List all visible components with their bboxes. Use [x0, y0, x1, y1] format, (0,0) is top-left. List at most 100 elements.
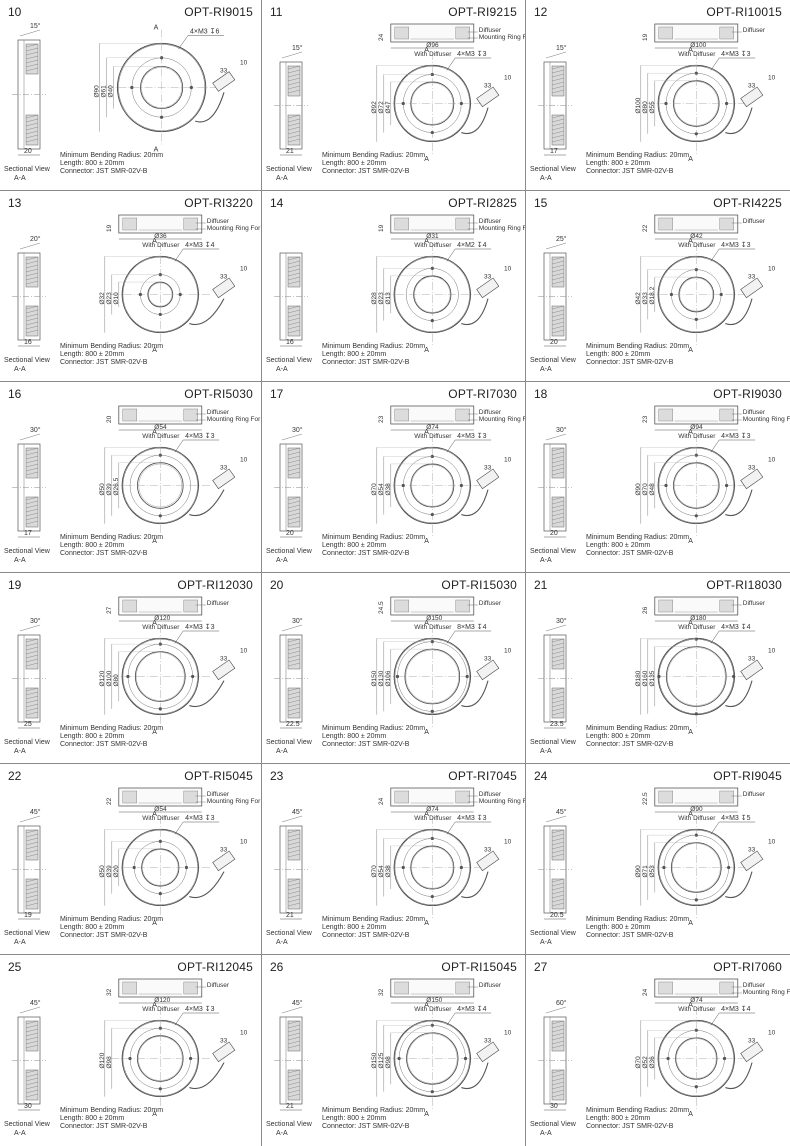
diameter-dim: Ø54: [378, 483, 385, 496]
connector-housing: [212, 1041, 236, 1063]
bending-radius-note: Minimum Bending Radius: 20mm: [586, 343, 689, 350]
cable-dim-33: 33: [220, 656, 228, 663]
section-hatching: [551, 65, 565, 146]
mounting-hole: [158, 312, 162, 317]
diameter-dim: Ø52: [642, 1056, 649, 1069]
diffuser-label: Diffuser: [207, 218, 230, 225]
diffuser-body: [390, 978, 475, 998]
diameter-dim: Ø61: [101, 85, 108, 98]
beam-angle-label: 30°: [292, 426, 303, 434]
diameter-dim: Ø48: [649, 483, 656, 496]
product-number: 11: [270, 5, 283, 19]
diameter-dim: Ø55: [649, 101, 656, 114]
diffuser-body: [654, 405, 739, 425]
section-aa-label: A-A: [14, 175, 26, 182]
mounting-hole: [694, 268, 698, 272]
cable-dim-10: 10: [768, 839, 776, 846]
section-hatching: [551, 256, 565, 337]
section-mark-top: A: [424, 620, 429, 627]
mounting-hole: [669, 292, 673, 297]
diffuser-label: Diffuser: [207, 600, 230, 607]
cable: [461, 680, 489, 708]
section-hatching: [25, 43, 39, 146]
sectional-view-label: Sectional View: [266, 1121, 313, 1128]
with-diffuser-label: With Diffuser: [414, 433, 452, 440]
section-hatching: [25, 256, 39, 337]
height-dim: 27: [106, 606, 113, 614]
section-aa-label: A-A: [276, 175, 288, 182]
section-aa-label: A-A: [540, 557, 552, 564]
section-width-dim: 30: [24, 1103, 32, 1110]
bending-radius-note: Minimum Bending Radius: 20mm: [586, 152, 689, 159]
mounting-hole: [158, 707, 162, 711]
product-code: OPT-RI4225: [713, 196, 782, 210]
section-width-dim: 17: [24, 530, 32, 537]
section-mark-bottom: A: [152, 920, 157, 927]
mounting-ring-label: Mounting Ring For Diffuser: [479, 225, 526, 232]
product-number: 27: [534, 960, 548, 974]
diameter-dim: Ø71: [642, 865, 649, 878]
mounting-hole: [722, 1056, 727, 1061]
mounting-hole: [694, 712, 698, 716]
mounting-hole: [465, 674, 469, 679]
connector-note: Connector: JST SMR-02V-B: [586, 168, 674, 175]
with-diffuser-label: With Diffuser: [678, 433, 716, 440]
mounting-hole: [401, 101, 405, 106]
diameter-dim: Ø33: [642, 292, 649, 305]
mounting-hole: [732, 674, 736, 679]
section-aa-label: A-A: [540, 175, 552, 182]
cable-dim-33: 33: [748, 847, 756, 854]
diameter-dim: Ø39: [106, 483, 113, 496]
connector-note: Connector: JST SMR-02V-B: [322, 1123, 410, 1130]
mounting-hole: [158, 892, 162, 896]
section-mark-bottom: A: [688, 1111, 693, 1118]
mounting-hole: [430, 1090, 434, 1094]
diameter-dim: Ø90: [635, 865, 642, 878]
diameter-dim: Ø100: [106, 670, 113, 686]
mounting-ring-label: Mounting Ring For Diffuser: [207, 225, 262, 232]
top-diameter-dim: Ø74: [690, 997, 703, 1004]
sectional-view-label: Sectional View: [530, 166, 577, 173]
length-note: Length: 800 ± 20mm: [322, 924, 386, 931]
diameter-dim: Ø150: [371, 670, 378, 686]
diameter-dim: Ø70: [371, 865, 378, 878]
cable-dim-33: 33: [748, 274, 756, 281]
bending-radius-note: Minimum Bending Radius: 20mm: [60, 1107, 163, 1114]
screw-callout: 4×M3 ↧3: [721, 241, 751, 249]
mounting-hole: [128, 1056, 132, 1061]
section-mark-bottom: A: [424, 1111, 429, 1118]
beam-angle-label: 45°: [30, 808, 41, 816]
connector-note: Connector: JST SMR-02V-B: [60, 932, 148, 939]
diameter-dim: Ø47: [385, 101, 392, 114]
with-diffuser-label: With Diffuser: [414, 51, 452, 58]
product-number: 16: [8, 387, 22, 401]
connector-note: Connector: JST SMR-02V-B: [322, 359, 410, 366]
